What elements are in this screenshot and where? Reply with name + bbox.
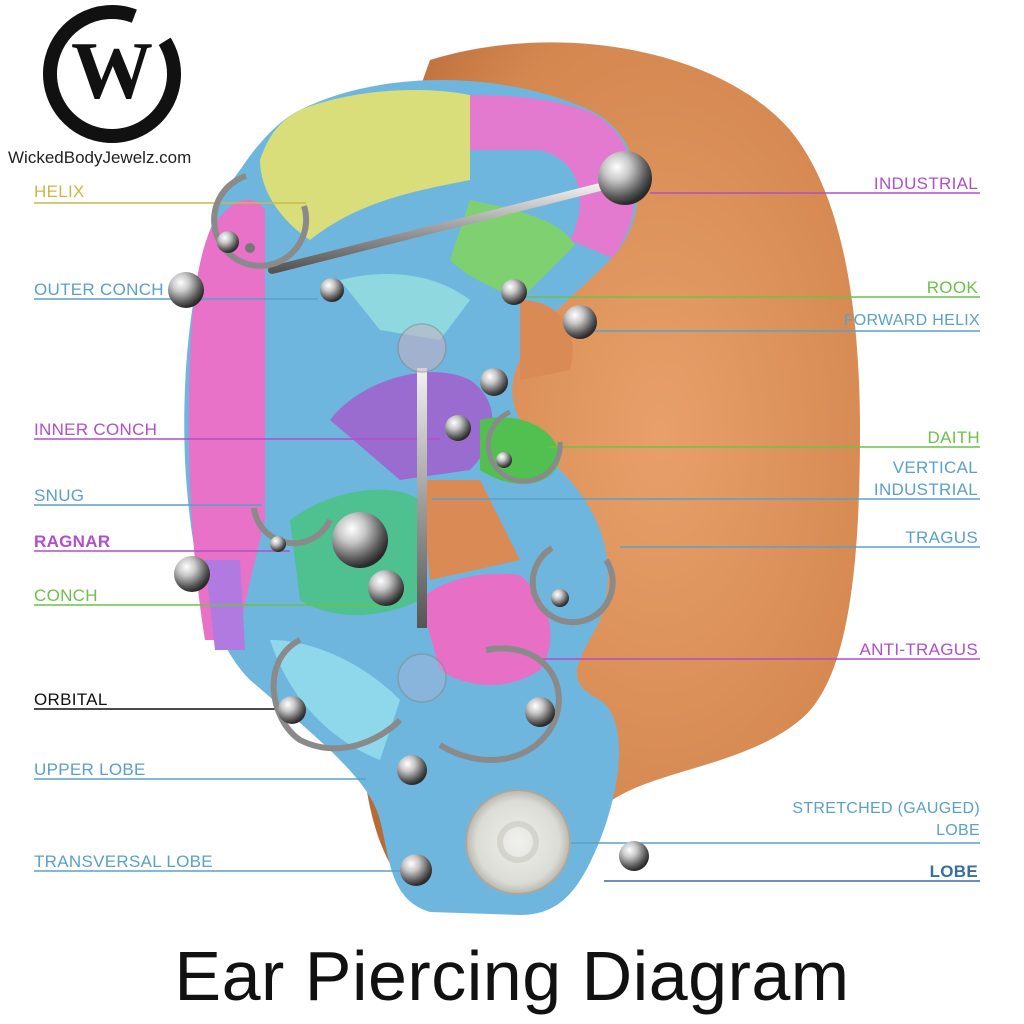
- label-ragnar: RAGNAR: [34, 532, 111, 551]
- label-stretched-lobe-line2: LOBE: [936, 822, 980, 839]
- rook-ball: [501, 279, 527, 305]
- label-inner-conch: INNER CONCH: [34, 420, 158, 439]
- brand-logo: W: [43, 5, 181, 143]
- upper-lobe-ball: [397, 755, 427, 785]
- orbital-ring: [270, 637, 403, 752]
- forward-helix-ball: [563, 305, 597, 339]
- ragnar-ball: [332, 512, 388, 568]
- stretched-lobe-plug: [465, 789, 571, 895]
- label-snug: SNUG: [34, 486, 85, 505]
- outer-conch-ball: [320, 278, 344, 302]
- label-forward-helix: FORWARD HELIX: [843, 312, 980, 329]
- label-helix: HELIX: [34, 182, 85, 201]
- industrial-ball-right: [598, 151, 652, 205]
- label-vertical-industrial-line1: VERTICAL: [892, 458, 978, 477]
- label-conch: CONCH: [34, 586, 98, 605]
- label-rook: ROOK: [926, 278, 978, 297]
- label-tragus: TRAGUS: [905, 528, 978, 547]
- svg-text:W: W: [71, 25, 153, 116]
- lobe-ball: [619, 841, 649, 871]
- label-orbital: ORBITAL: [34, 690, 108, 709]
- label-outer-conch: OUTER CONCH: [34, 280, 164, 299]
- brand-site-text: WickedBodyJewelz.com: [8, 148, 192, 167]
- tragus-ring: [529, 545, 616, 626]
- inner-conch-ball: [445, 415, 471, 441]
- label-lobe: LOBE: [929, 862, 978, 881]
- label-industrial: INDUSTRIAL: [873, 174, 978, 193]
- vertical-industrial-bar: [417, 368, 427, 628]
- label-daith: DAITH: [927, 428, 980, 447]
- industrial-bar: [268, 180, 616, 274]
- label-upper-lobe: UPPER LOBE: [34, 760, 146, 779]
- anti-tragus-ring: [438, 645, 562, 763]
- page-title: Ear Piercing Diagram: [174, 937, 850, 1015]
- outer-conch-ball-back: [168, 272, 204, 308]
- daith-ring: [485, 409, 563, 484]
- conch-ball: [368, 570, 404, 606]
- label-vertical-industrial-line2: INDUSTRIAL: [873, 480, 978, 499]
- label-lines: [34, 192, 980, 882]
- transversal-lobe-ball: [400, 854, 432, 886]
- label-stretched-lobe-line1: STRETCHED (GAUGED): [792, 800, 980, 817]
- helix-ring: [211, 173, 310, 269]
- label-anti-tragus: ANTI-TRAGUS: [859, 640, 978, 659]
- label-transversal-lobe: TRANSVERSAL LOBE: [34, 852, 213, 871]
- ragnar-ball-back: [174, 556, 210, 592]
- snug-ring: [251, 507, 333, 547]
